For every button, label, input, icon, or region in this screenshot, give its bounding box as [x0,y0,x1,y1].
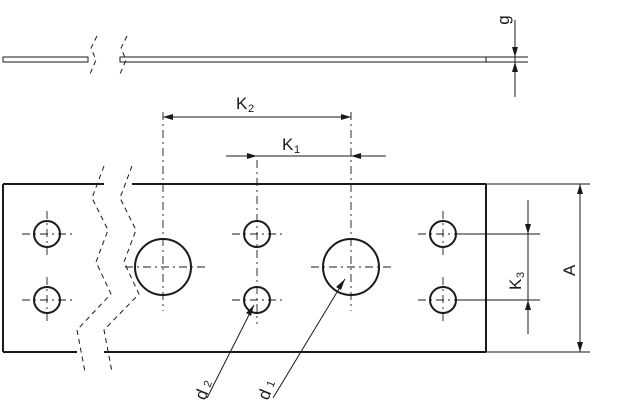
k1-subscript: 1 [294,144,300,156]
k3-label: K [506,278,525,290]
d2-label: d [191,387,212,403]
d2-subscript: 2 [202,379,215,389]
k3-dimension: K 3 [458,200,540,334]
k1-dimension: K 1 [226,135,386,159]
d1-subscript: 1 [265,379,278,389]
large-holes [125,112,393,311]
k2-subscript: 2 [248,103,254,115]
d1-label: d [254,387,275,403]
a-label: A [560,264,579,276]
strip-profile-right [119,56,487,63]
break-mark-right [119,35,128,75]
plate-outline [2,165,487,373]
strip-profile-left [2,56,89,63]
k2-label: K [236,94,248,113]
thickness-dimension: g [486,15,528,97]
k3-subscript: 3 [515,272,527,278]
side-profile [2,35,487,75]
small-hole [22,277,72,324]
large-hole [125,112,205,311]
a-dimension: A [486,183,590,353]
break-mark-left [89,35,98,75]
small-holes [22,160,468,324]
large-hole [311,112,393,311]
d2-leader: d 2 [191,304,255,403]
thickness-label: g [494,15,513,24]
k1-label: K [282,135,294,154]
d1-leader: d 1 [254,278,346,403]
k2-dimension: K 2 [163,94,351,120]
break-line-right [103,165,140,373]
small-hole [22,211,72,258]
